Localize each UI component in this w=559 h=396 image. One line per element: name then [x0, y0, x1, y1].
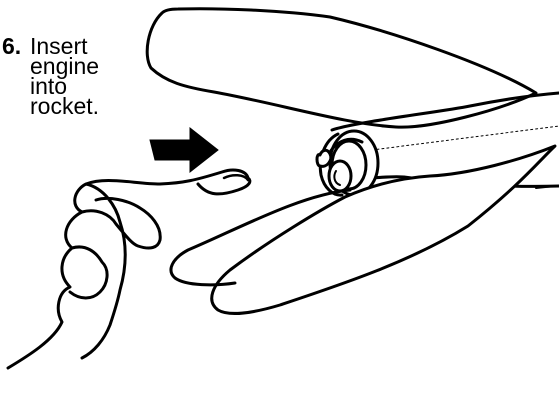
thumb-nail [224, 175, 248, 180]
hand [8, 170, 250, 368]
lower-fin [212, 146, 555, 313]
step-number: 6. [2, 36, 21, 56]
upper-fin [147, 9, 536, 127]
push-arrow-icon [150, 128, 218, 172]
engine-casing [329, 161, 351, 191]
step-line-4: rocket. [30, 96, 150, 116]
body-stripe [372, 126, 559, 150]
step-text: Insert engine into rocket. [30, 36, 150, 116]
